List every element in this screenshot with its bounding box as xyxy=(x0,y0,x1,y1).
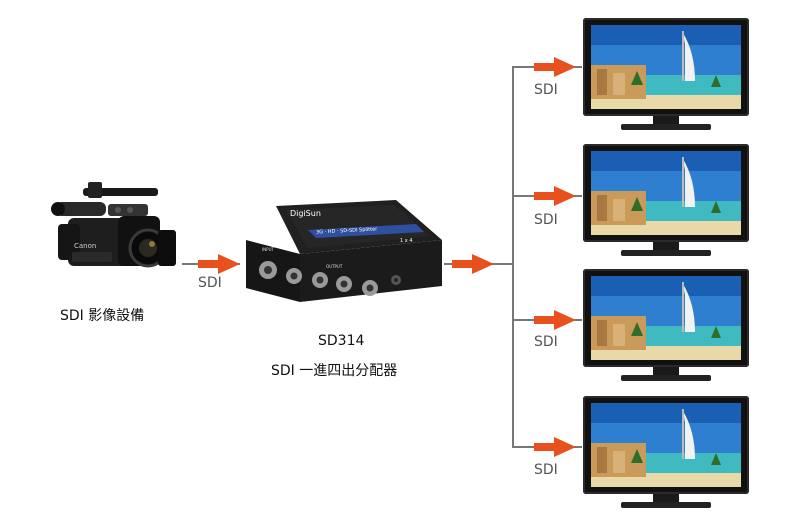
tv-screen-1 xyxy=(591,25,741,109)
sdi-splitter-device xyxy=(246,200,442,302)
splitter-model-caption: SD314 xyxy=(318,333,365,349)
tv-display-4 xyxy=(583,396,749,514)
tv-display-3 xyxy=(583,269,749,387)
input-signal-label: SDI xyxy=(198,275,222,291)
tv-display-1 xyxy=(583,18,749,136)
tv-screen-2 xyxy=(591,151,741,235)
tv-screen-4 xyxy=(591,403,741,487)
source-device-caption: SDI 影像設備 xyxy=(60,308,145,324)
branch-arrow-3 xyxy=(534,310,576,330)
branch-arrow-4 xyxy=(534,437,576,457)
output-signal-label-2: SDI xyxy=(534,212,558,228)
splitter-output-label: OUTPUT xyxy=(326,264,343,269)
distribution-bus-line xyxy=(512,66,514,448)
input-arrow xyxy=(198,254,240,274)
output-signal-label-3: SDI xyxy=(534,334,558,350)
output-signal-label-1: SDI xyxy=(534,82,558,98)
svg-text:Canon: Canon xyxy=(74,242,96,250)
output-arrow xyxy=(452,254,494,274)
branch-arrow-1 xyxy=(534,57,576,77)
output-signal-label-4: SDI xyxy=(534,462,558,478)
branch-arrow-2 xyxy=(534,186,576,206)
splitter-brand: DigiSun xyxy=(290,209,321,218)
splitter-input-label: INPUT xyxy=(262,247,274,252)
video-camera-icon: Canon xyxy=(51,182,176,268)
tv-display-2 xyxy=(583,144,749,262)
splitter-description-caption: SDI 一進四出分配器 xyxy=(271,363,398,379)
tv-screen-3 xyxy=(591,276,741,360)
splitter-ratio: 1 x 4 xyxy=(400,238,413,244)
